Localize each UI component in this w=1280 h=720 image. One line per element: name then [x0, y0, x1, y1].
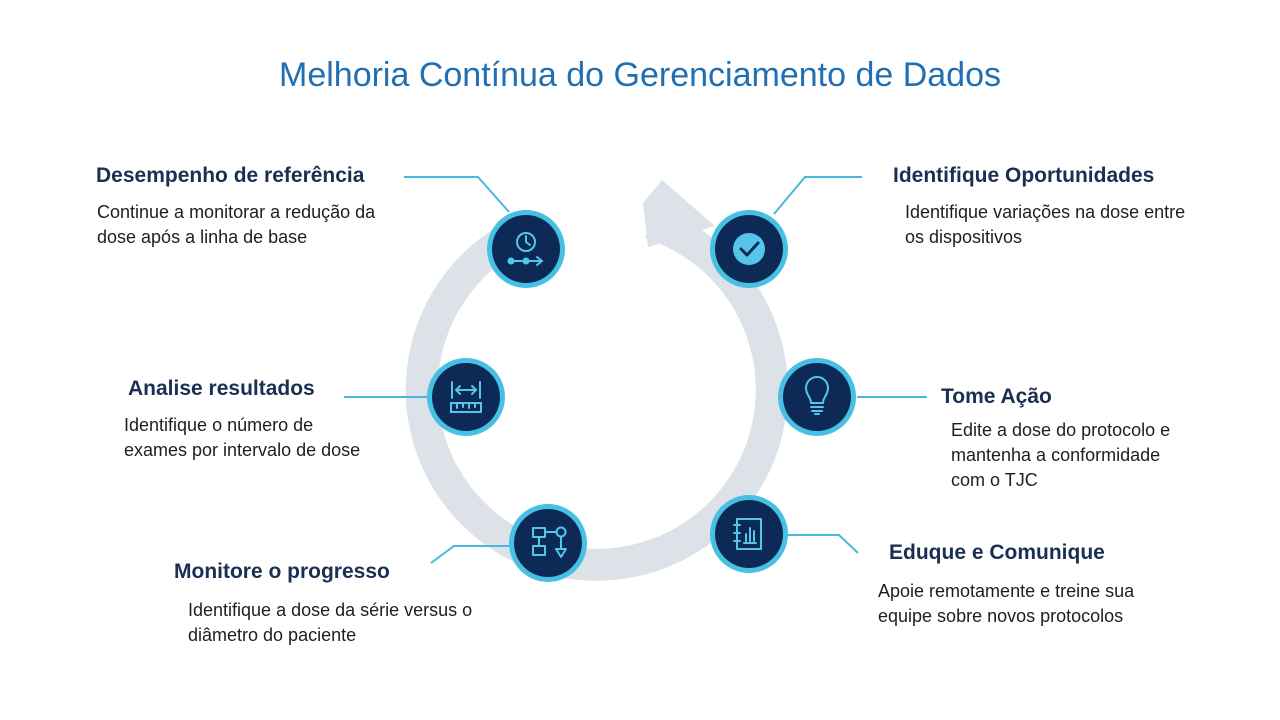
check-badge-icon [733, 233, 765, 265]
connector-identifique [773, 176, 862, 215]
step-tome-description: Edite a dose do protocolo e mantenha a c… [951, 418, 1170, 493]
step-eduque-description: Apoie remotamente e treine sua equipe so… [878, 579, 1134, 629]
page-title: Melhoria Contínua do Gerenciamento de Da… [279, 56, 1001, 94]
flowchart-icon [532, 526, 567, 558]
connector-eduque [788, 534, 859, 554]
desc-line: mantenha a conformidade [951, 445, 1161, 465]
node-monitore [509, 504, 587, 582]
lightbulb-icon [805, 376, 829, 415]
step-analise-description: Identifique o número de exames por inter… [124, 413, 360, 463]
step-eduque-heading: Eduque e Comunique [889, 541, 1105, 564]
node-eduque [710, 495, 788, 573]
step-monitore-description: Identifique a dose da série versus o diâ… [188, 598, 472, 648]
step-tome-heading: Tome Ação [941, 385, 1052, 408]
step-desempenho-description: Continue a monitorar a redução da dose a… [97, 200, 375, 250]
clock-timeline-icon [507, 232, 544, 266]
step-identifique-description: Identifique variações na dose entre os d… [905, 200, 1185, 250]
cycle-arrow [405, 180, 788, 581]
desc-line: Identifique o número de [124, 415, 314, 435]
desc-line: exames por intervalo de dose [124, 440, 361, 460]
node-analise [427, 358, 505, 436]
desc-line: com o TJC [951, 470, 1038, 490]
step-analise-heading: Analise resultados [128, 377, 315, 400]
desc-line: dose após a linha de base [97, 227, 308, 247]
desc-line: Identifique variações na dose entre [905, 202, 1186, 222]
desc-line: Continue a monitorar a redução da [97, 202, 376, 222]
node-identifique [710, 210, 788, 288]
report-chart-icon [733, 518, 762, 550]
desc-line: equipe sobre novos protocolos [878, 606, 1124, 626]
desc-line: Apoie remotamente e treine sua [878, 581, 1135, 601]
step-identifique-heading: Identifique Oportunidades [893, 164, 1155, 187]
desc-line: Edite a dose do protocolo e [951, 420, 1171, 440]
connector-desempenho [404, 176, 510, 213]
desc-line: diâmetro do paciente [188, 625, 357, 645]
desc-line: os dispositivos [905, 227, 1023, 247]
node-tome [778, 358, 856, 436]
measure-ruler-icon [450, 381, 482, 413]
step-monitore-heading: Monitore o progresso [174, 560, 390, 583]
desc-line: Identifique a dose da série versus o [188, 600, 473, 620]
connector-lines [344, 176, 927, 564]
node-desempenho [487, 210, 565, 288]
connector-monitore [430, 545, 510, 564]
step-desempenho-heading: Desempenho de referência [96, 164, 365, 187]
